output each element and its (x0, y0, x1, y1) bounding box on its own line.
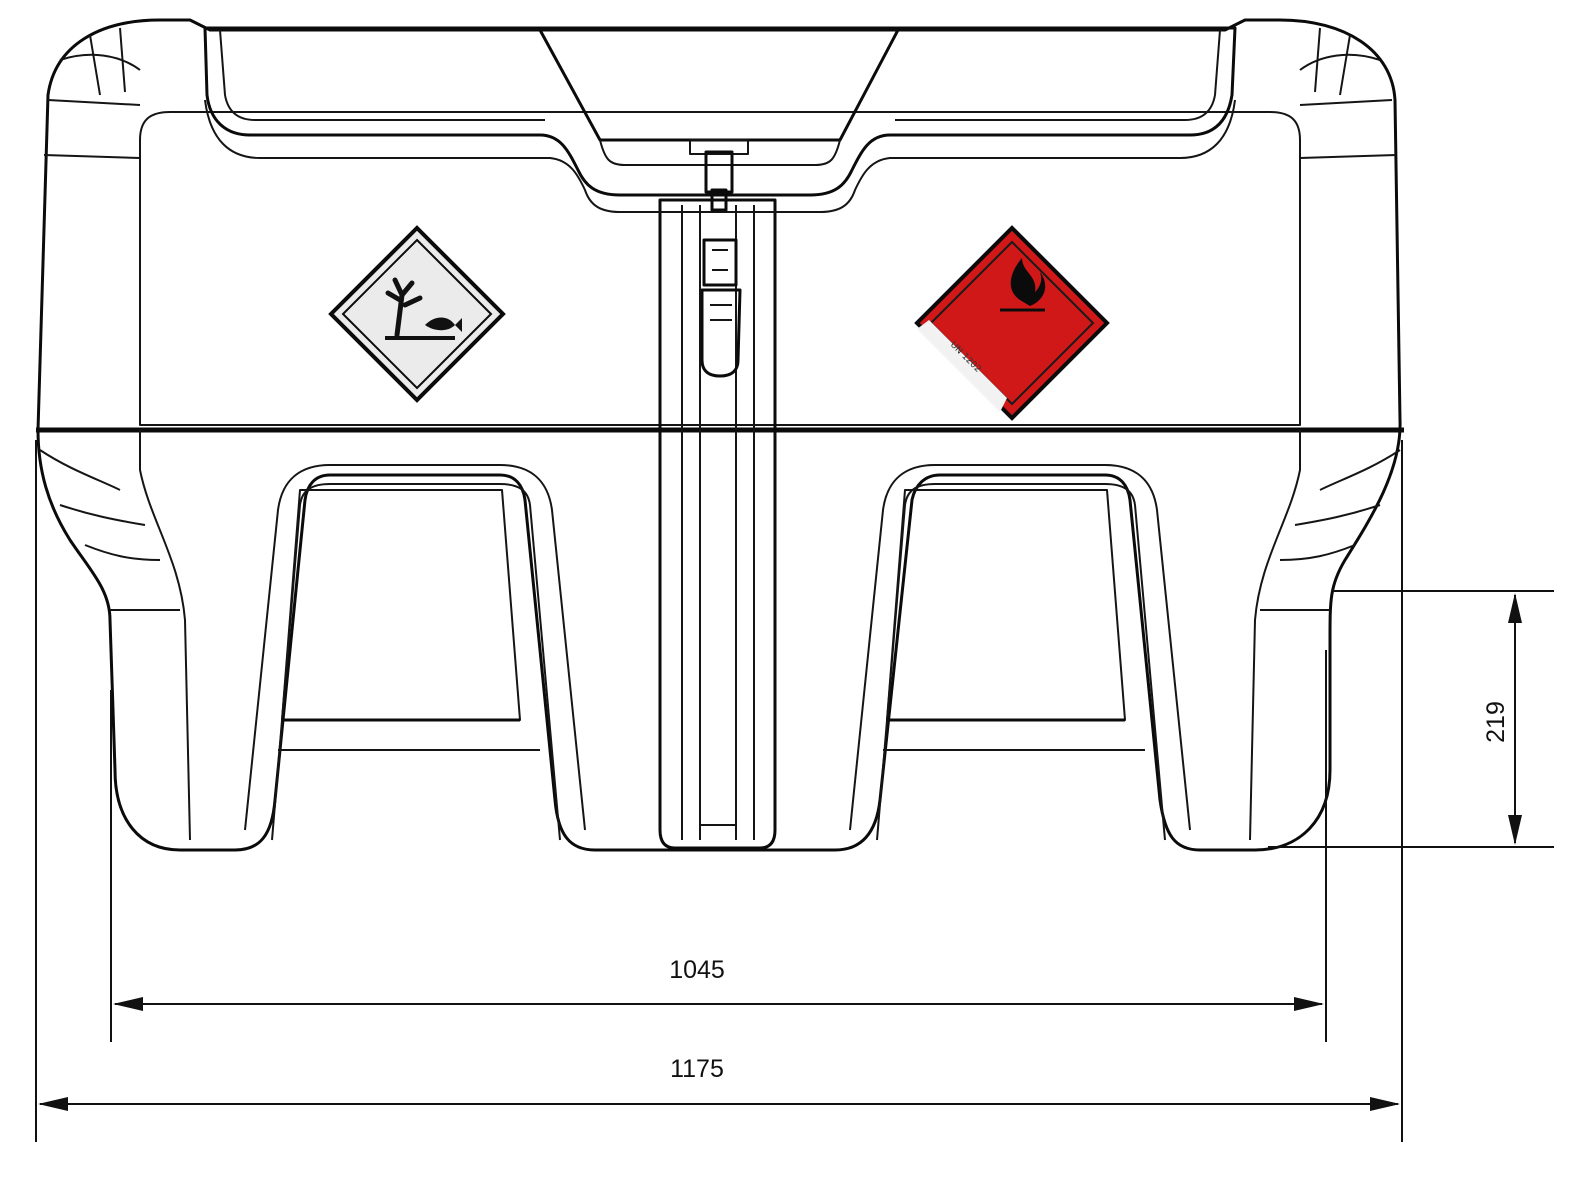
right-fork-pocket (849, 464, 1191, 841)
pocket-height-label: 219 (1482, 701, 1510, 743)
lid-latch (689, 139, 749, 378)
overall-width-label: 1175 (670, 1055, 724, 1083)
inner-width-label: 1045 (669, 956, 725, 984)
overall-width-dimension: 1175 (38, 1055, 1400, 1111)
tank-body (36, 18, 1404, 852)
left-side-ribs (39, 27, 191, 841)
tank-lid (203, 26, 1237, 213)
inner-width-dimension: 1045 (113, 956, 1324, 1011)
left-fork-pocket (244, 464, 586, 841)
center-hose-channel (658, 198, 777, 850)
right-side-ribs (1249, 27, 1401, 841)
pocket-height-dimension: 219 (1482, 593, 1522, 845)
environmental-hazard-icon (328, 225, 506, 403)
dimension-annotations: 1175 1045 219 (35, 440, 1554, 1142)
flammable-liquid-icon: UN 1202 (914, 225, 1110, 421)
